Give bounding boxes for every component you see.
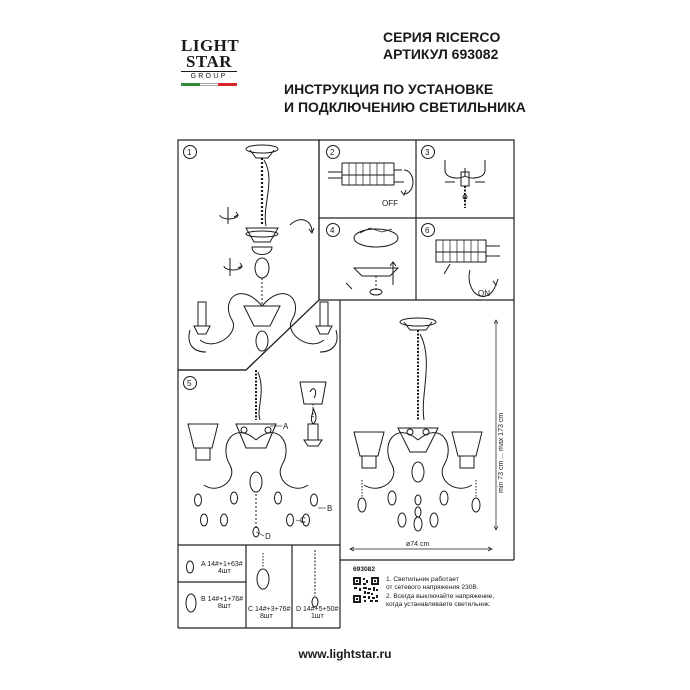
- panel-step5: [178, 300, 340, 545]
- website-link[interactable]: www.lightstar.ru: [298, 647, 392, 661]
- step2-terminal-off: [328, 162, 414, 197]
- flag-white: [199, 83, 219, 86]
- footer-article-number: 693082: [353, 566, 376, 573]
- step6-number: 6: [425, 226, 430, 235]
- panel-step1: [177, 139, 320, 371]
- step1-exploded-drawing: [188, 144, 338, 353]
- article-number: АРТИКУЛ 693082: [383, 46, 499, 62]
- step5-drawing: [187, 370, 327, 538]
- step4-canopy: [345, 227, 400, 296]
- step-markers: [183, 145, 435, 390]
- note1-line1: 1. Светильник работает: [386, 576, 459, 583]
- safety-notes: 1. Светильник работает от сетевого напря…: [386, 576, 546, 610]
- note2-line2: когда устанавливаете светильник.: [386, 601, 491, 609]
- part-c-code: C 14#+3+76#: [248, 606, 291, 613]
- off-label: OFF: [382, 199, 398, 208]
- step3-number: 3: [425, 148, 430, 157]
- panel-frames: [177, 139, 515, 629]
- step3-bracket: [444, 160, 486, 208]
- part-b-code: B 14#+1+76#: [201, 596, 243, 603]
- note1-line2: от сетевого напряжения 230В.: [386, 584, 479, 592]
- step6-terminal-on: [435, 239, 500, 297]
- flag-green: [181, 83, 200, 86]
- brand-logo: LIGHT STAR GROUP: [181, 36, 240, 86]
- part-c-qty: 8шт: [260, 613, 274, 620]
- brand-line3: GROUP: [181, 71, 237, 81]
- label-c: C: [300, 516, 306, 525]
- note2-line1: 2. Всегда выключайте напряжение,: [386, 592, 495, 600]
- part-b-qty: 8шт: [218, 603, 232, 610]
- label-d: D: [265, 532, 271, 541]
- step4-number: 4: [330, 226, 335, 235]
- parts-list: [185, 550, 319, 613]
- title-line2: И ПОДКЛЮЧЕНИЮ СВЕТИЛЬНИКА: [284, 99, 526, 115]
- part-d-qty: 1шт: [311, 613, 325, 620]
- diameter-dimension: ø74 cm: [406, 541, 430, 548]
- part-d-code: D 14#+5+50#: [296, 606, 339, 613]
- on-label: ON: [478, 289, 490, 298]
- series-block: СЕРИЯ RICERCO АРТИКУЛ 693082: [383, 29, 543, 63]
- title-line1: ИНСТРУКЦИЯ ПО УСТАНОВКЕ: [284, 81, 494, 97]
- flag-stripe: [181, 83, 238, 86]
- label-a: A: [283, 422, 289, 431]
- part-a-qty: 4шт: [218, 568, 232, 575]
- document-title: ИНСТРУКЦИЯ ПО УСТАНОВКЕ И ПОДКЛЮЧЕНИЮ СВ…: [284, 80, 544, 116]
- brand-line1: LIGHT: [181, 36, 240, 55]
- part-a-code: A 14#+1+63#: [201, 561, 243, 568]
- label-b: B: [327, 504, 332, 513]
- qr-code-icon: [353, 577, 379, 603]
- step5-number: 5: [187, 379, 192, 388]
- assembled-chandelier: [349, 317, 499, 552]
- flag-red: [218, 83, 238, 86]
- step1-number: 1: [187, 148, 192, 157]
- brand-line2: STAR: [185, 52, 233, 71]
- height-dimension: min 73 cm ... max 173 cm: [498, 413, 505, 493]
- series-name: СЕРИЯ RICERCO: [383, 29, 501, 45]
- step2-number: 2: [330, 148, 335, 157]
